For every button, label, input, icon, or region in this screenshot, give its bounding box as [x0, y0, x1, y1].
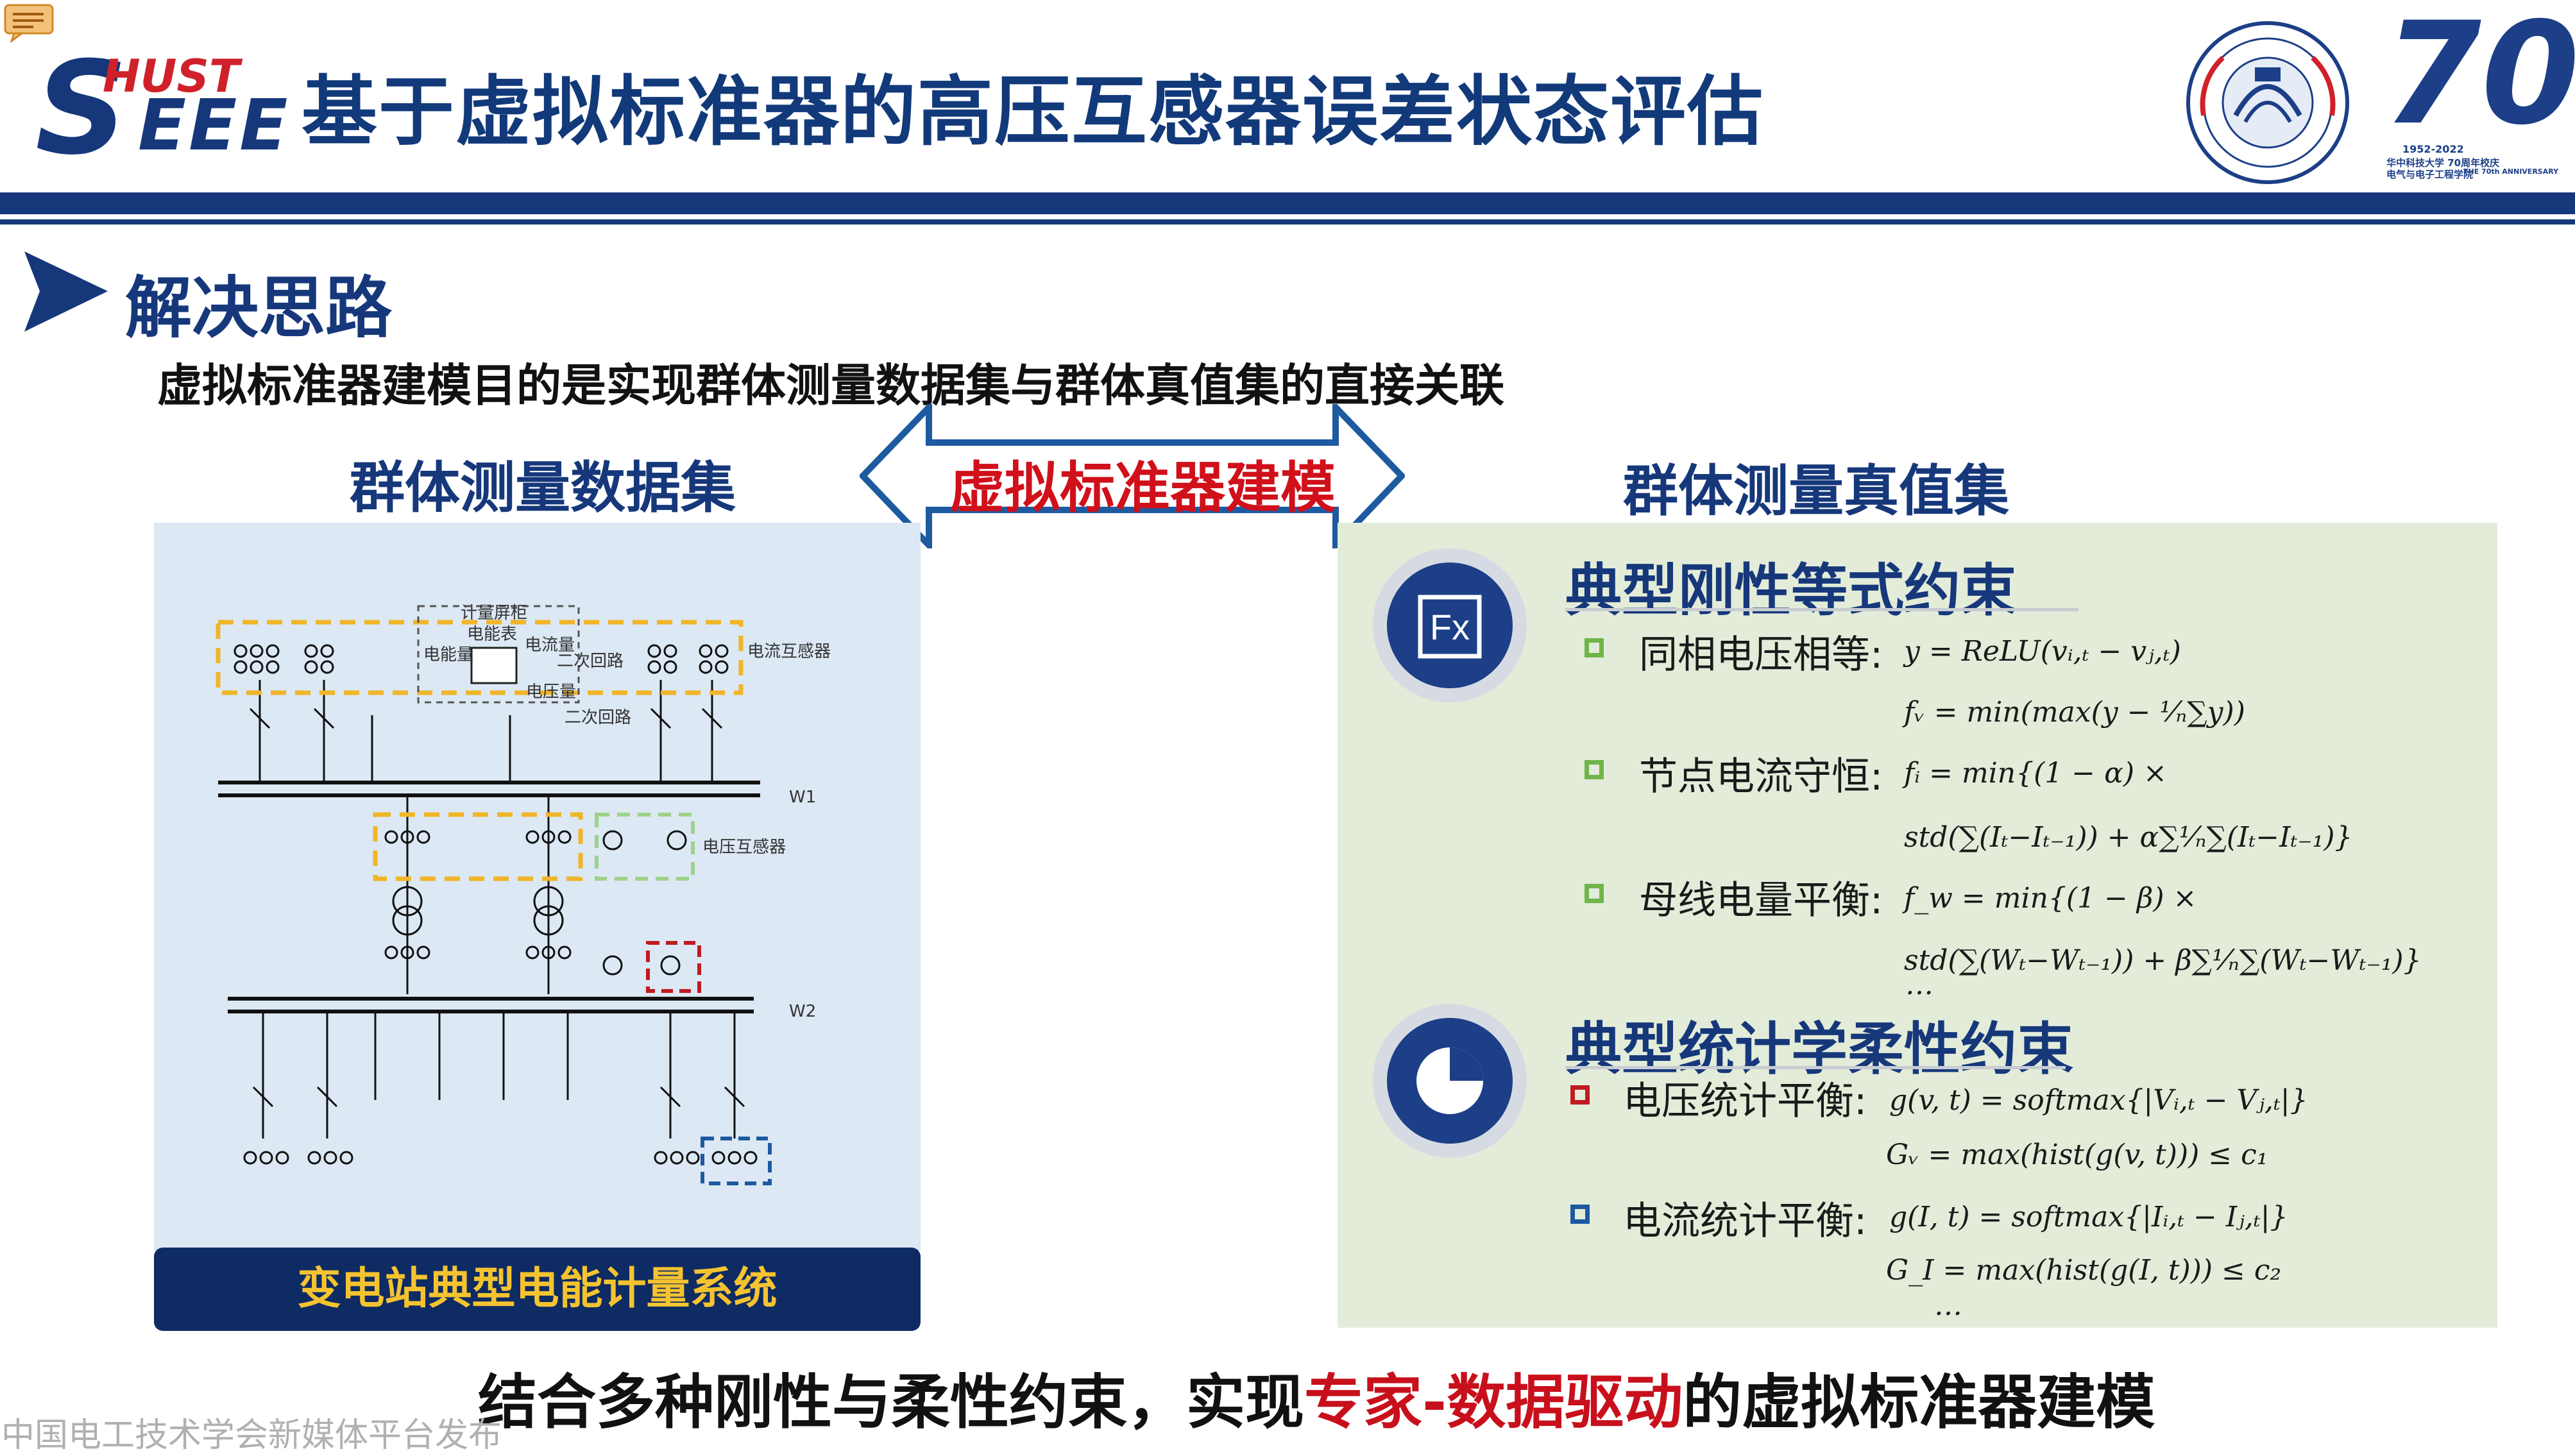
- svg-text:Fx: Fx: [1430, 607, 1470, 647]
- school-emblem-icon: [2186, 21, 2349, 184]
- secondary-circuit-label-1: 二次回路: [557, 652, 624, 671]
- arrow-label: 虚拟标准器建模: [949, 456, 1336, 520]
- ellipsis: …: [1905, 969, 1933, 1001]
- constraint-formula: f_w = min{(1 − β) ×: [1904, 882, 2197, 915]
- current-qty-label: 电流量: [525, 636, 575, 655]
- pie-badge: [1373, 1004, 1527, 1158]
- meter-cabinet-label: 计量屏柜: [461, 604, 528, 623]
- anniversary-logo: 70 1952-2022 华中科技大学 70周年校庆 电气与电子工程学院 THE…: [2383, 3, 2575, 186]
- green-square-bullet: [1585, 884, 1604, 903]
- pie-chart-icon: [1416, 1047, 1483, 1114]
- anniversary-en: THE 70th ANNIVERSARY: [2463, 167, 2559, 176]
- section-heading: 解决思路: [125, 269, 393, 347]
- left-column-title: 群体测量数据集: [350, 456, 736, 520]
- logo-eee: EEE: [138, 84, 291, 166]
- anniversary-number: 70: [2383, 0, 2575, 156]
- constraint-formula: std(∑(Wₜ−Wₜ₋₁)) + β∑¹⁄ₙ∑(Wₜ−Wₜ₋₁)}: [1904, 944, 2422, 977]
- section-subtitle: 虚拟标准器建模目的是实现群体测量数据集与群体真值集的直接关联: [157, 359, 1504, 412]
- green-square-bullet: [1585, 638, 1604, 657]
- logo-s: S: [35, 34, 128, 183]
- constraint-label: 母线电量平衡:: [1639, 878, 1883, 923]
- bus-w2-label: W2: [789, 1002, 817, 1021]
- fx-icon: Fx: [1418, 595, 1482, 659]
- circuit-panel: [154, 523, 921, 1251]
- constraint-label: 电压统计平衡:: [1623, 1079, 1867, 1124]
- heading-underline: [1565, 1066, 2066, 1069]
- watermark: 中国电工技术学会新媒体平台发布: [1, 1416, 502, 1455]
- comment-icon[interactable]: [3, 3, 56, 42]
- constraint-formula: Gᵥ = max(hist(g(v, t))) ≤ c₁: [1886, 1139, 2268, 1171]
- ellipsis: …: [1934, 1289, 1962, 1322]
- page-title: 基于虚拟标准器的高压互感器误差状态评估: [302, 67, 1765, 156]
- constraint-label: 电流统计平衡:: [1623, 1199, 1867, 1244]
- bus-w1-label: W1: [789, 788, 817, 807]
- constraint-formula: std(∑(Iₜ−Iₜ₋₁)) + α∑¹⁄ₙ∑(Iₜ−Iₜ₋₁)}: [1904, 821, 2353, 854]
- circuit-diagram: [216, 605, 772, 1185]
- left-caption: 变电站典型电能计量系统: [154, 1248, 921, 1331]
- energy-meter-label: 电能表: [467, 625, 518, 644]
- footer-statement: 结合多种刚性与柔性约束，实现专家-数据驱动的虚拟标准器建模: [478, 1355, 2155, 1440]
- constraint-formula: y = ReLU(vᵢ,ₜ − vⱼ,ₜ): [1904, 635, 2181, 668]
- heading-underline: [1565, 608, 2078, 611]
- vt-label: 电压互感器: [702, 838, 786, 857]
- blue-square-bullet: [1570, 1205, 1590, 1224]
- constraint-formula: g(I, t) = softmax{|Iᵢ,ₜ − Iⱼ,ₜ|}: [1889, 1201, 2288, 1233]
- constraint-label: 节点电流守恒:: [1639, 754, 1883, 799]
- footer-text-1: 结合多种刚性与柔性约束，实现: [478, 1368, 1305, 1437]
- energy-qty-label: 电能量: [423, 645, 474, 665]
- flexible-constraints-heading: 典型统计学柔性约束: [1565, 1016, 2074, 1082]
- fx-badge: Fx: [1373, 548, 1527, 702]
- double-arrow-icon: [860, 404, 1405, 548]
- secondary-circuit-label-2: 二次回路: [565, 708, 632, 727]
- anniversary-cn: 华中科技大学 70周年校庆: [2386, 157, 2500, 169]
- constraint-formula: g(v, t) = softmax{|Vᵢ,ₜ − Vⱼ,ₜ|}: [1889, 1084, 2308, 1117]
- anniversary-years: 1952-2022: [2402, 143, 2464, 155]
- constraint-formula: fᵥ = min(max(y − ¹⁄ₙ∑y)): [1904, 696, 2245, 729]
- chevron-right-icon: [24, 251, 108, 332]
- right-column-title: 群体测量真值集: [1623, 459, 2009, 523]
- header-rule: [0, 192, 2575, 214]
- constraint-label: 同相电压相等:: [1639, 632, 1883, 677]
- footer-highlight: 专家-数据驱动: [1304, 1368, 1683, 1437]
- rigid-constraints-heading: 典型刚性等式约束: [1565, 557, 2018, 623]
- constraint-formula: G_I = max(hist(g(I, t))) ≤ c₂: [1886, 1254, 2282, 1287]
- voltage-qty-label: 电压量: [526, 682, 577, 702]
- header-rule-thin: [0, 219, 2575, 224]
- anniversary-cn2: 电气与电子工程学院: [2386, 169, 2474, 180]
- constraints-panel: [1338, 523, 2497, 1328]
- green-square-bullet: [1585, 760, 1604, 779]
- ct-label: 电流互感器: [747, 642, 831, 661]
- constraint-formula: fᵢ = min{(1 − α) ×: [1904, 757, 2167, 790]
- logo-hust: HUST: [103, 50, 240, 103]
- red-square-bullet: [1570, 1085, 1590, 1105]
- footer-text-2: 的虚拟标准器建模: [1683, 1368, 2155, 1437]
